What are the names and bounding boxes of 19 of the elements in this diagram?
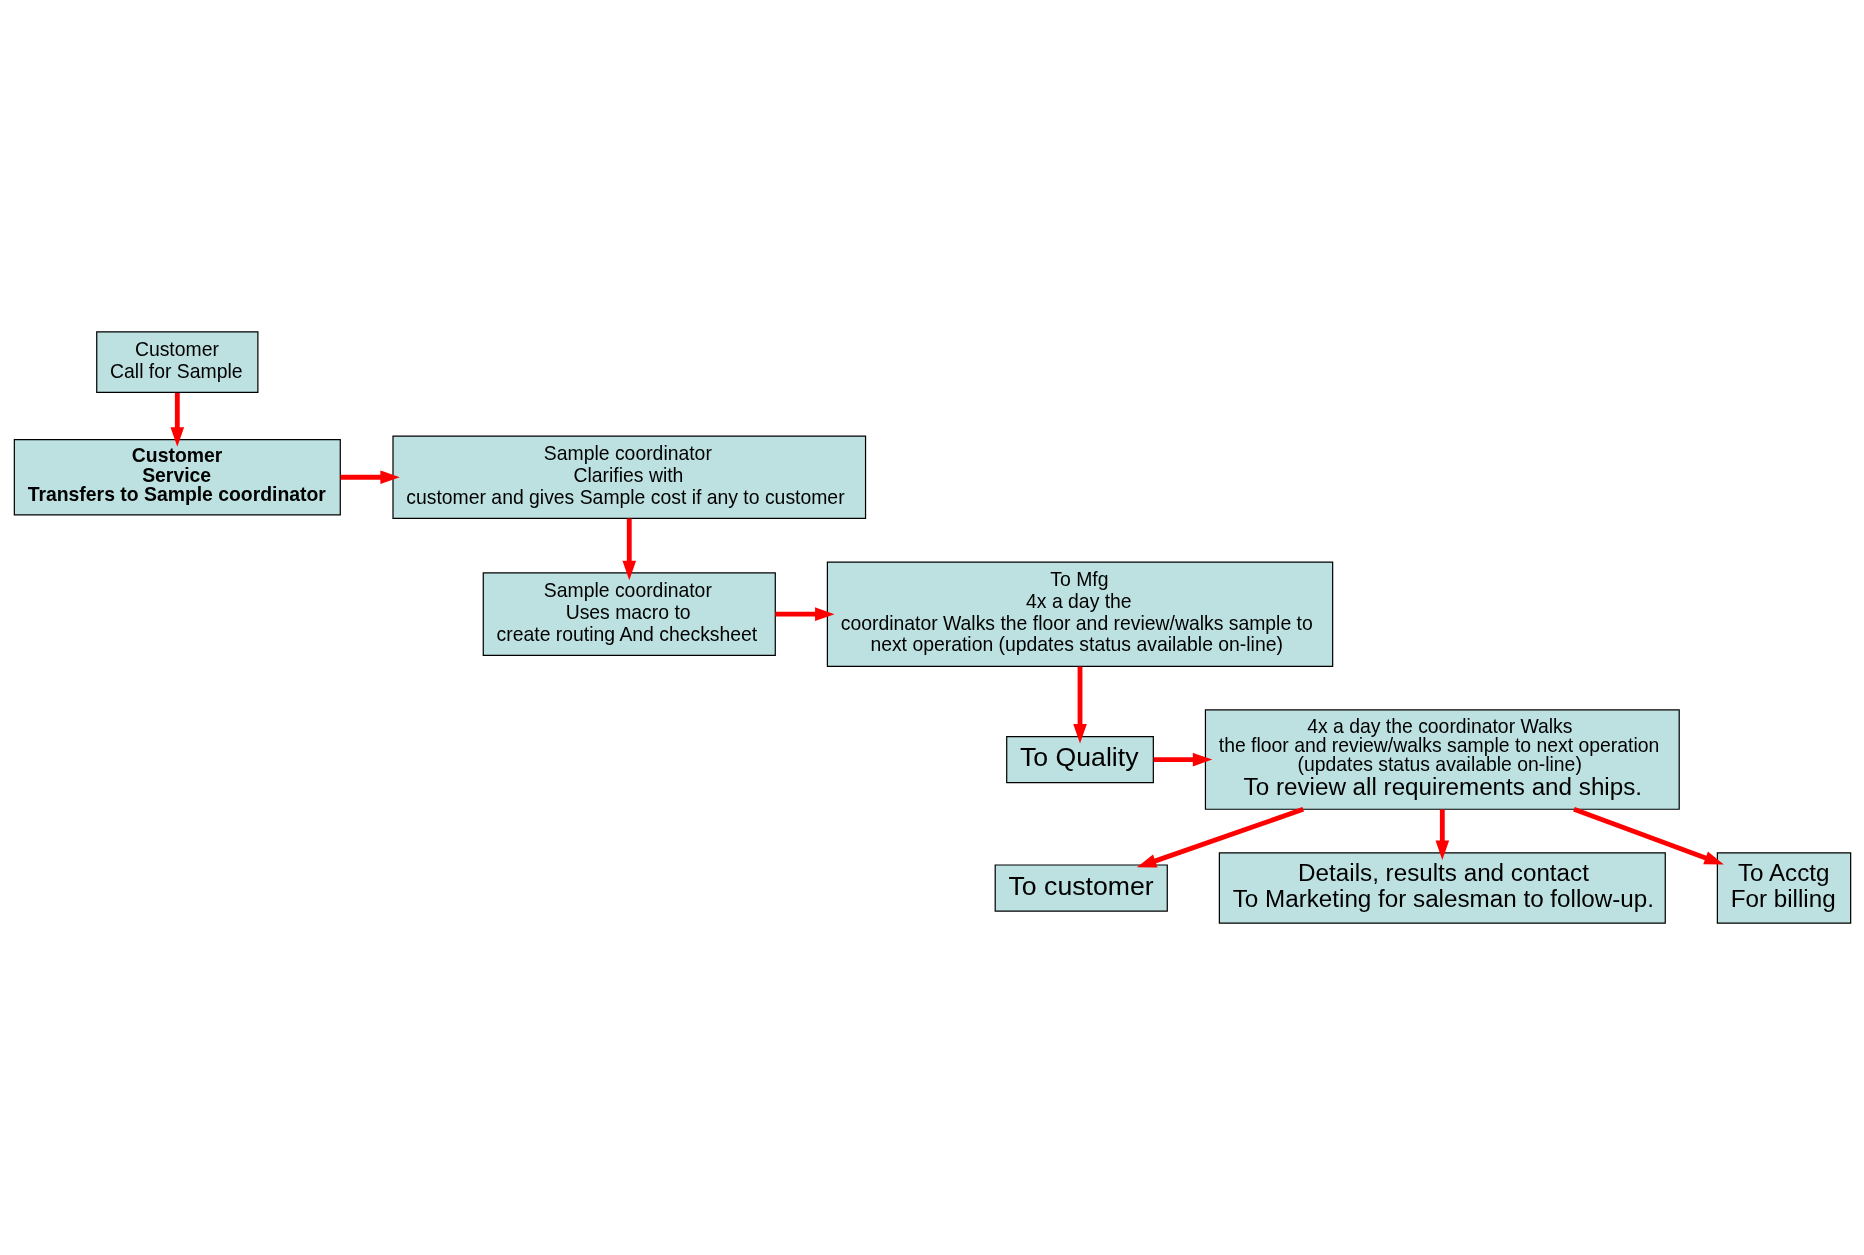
node-box: To Acctg For billing	[1716, 852, 1851, 924]
arrow	[1153, 752, 1212, 767]
node-box: 4x a day the coordinator Walks the floor and review/walks sample to next operation (updates status available on-line) To review all requirements and ships.	[1204, 709, 1680, 810]
node-box: Sample coordinator Clarifies with customer and gives Sample cost if any to customer	[391, 435, 866, 520]
node-box: Customer Call for Sample	[95, 331, 258, 394]
node-box: To customer	[994, 864, 1168, 912]
arrow	[170, 392, 184, 447]
arrow	[1572, 807, 1724, 865]
node-box: To Quality	[1005, 735, 1154, 784]
node-box: Customer Service Transfers to Sample coordinator	[13, 439, 341, 516]
arrow	[774, 607, 835, 621]
node-box: To Mfg 4x a day the coordinator Walks the floor and review/walks sample to next operation (updates status available on-line)	[826, 561, 1333, 667]
arrow	[340, 470, 400, 485]
node-box: Sample coordinator Uses macro to create routing And checksheet	[482, 572, 776, 656]
arrow	[1435, 809, 1449, 860]
arrow	[621, 518, 636, 581]
node-box: Details, results and contact To Marketing for salesman to follow-up.	[1218, 852, 1666, 924]
arrow	[1136, 807, 1304, 868]
arrow	[1072, 666, 1087, 744]
